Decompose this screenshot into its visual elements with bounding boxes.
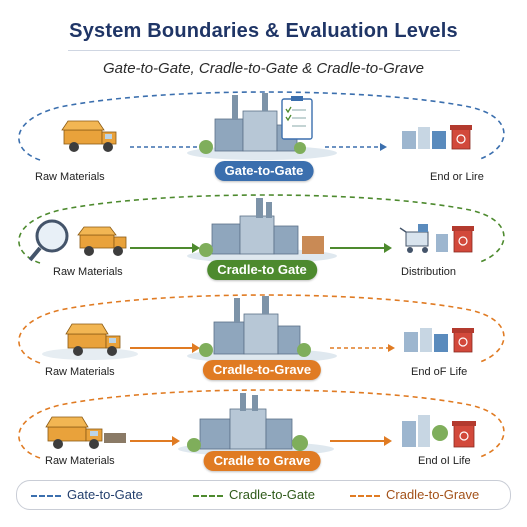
factory-icon — [187, 296, 337, 363]
row-cradle-to-grave-full: Raw Materials Cradle to Grave End oI Lif… — [0, 383, 527, 483]
magnifier-icon — [28, 219, 69, 262]
right-label: End or Lire — [430, 171, 484, 183]
right-label: End oI Life — [418, 455, 471, 467]
legend-dash — [193, 494, 223, 497]
diagram-title: System Boundaries & Evaluation Levels — [69, 20, 458, 42]
shopping-cart-icon — [399, 224, 429, 253]
legend: Gate-to-Gate Cradle-to-Gate Cradle-to-Gr… — [16, 480, 511, 510]
title-divider — [68, 50, 460, 51]
boundary-loop — [18, 389, 505, 459]
legend-item-cradle-to-gate: Cradle-to-Gate — [193, 481, 315, 509]
diagram-subtitle: Gate-to-Gate, Cradle-to-Gate & Cradle-to… — [103, 60, 424, 77]
legend-dash — [31, 494, 61, 497]
pill-cradle-to-gate: Cradle-to Gate — [207, 260, 317, 280]
left-label: Raw Materials — [53, 266, 123, 278]
boundary-loop — [18, 194, 505, 264]
recycle-bin-icon — [404, 328, 474, 353]
left-label: Raw Materials — [35, 171, 105, 183]
factory-icon — [187, 198, 337, 263]
legend-dash — [350, 494, 380, 497]
truck-icon — [77, 226, 127, 256]
pill-cradle-to-grave-2: Cradle to Grave — [203, 451, 321, 471]
truck-icon — [42, 323, 138, 360]
recycle-bin-icon — [436, 226, 474, 253]
left-label: Raw Materials — [45, 366, 115, 378]
left-label: Raw Materials — [45, 455, 115, 467]
factory-icon — [187, 93, 337, 160]
pill-gate-to-gate: Gate-to-Gate — [214, 161, 314, 181]
clipboard-icon — [281, 96, 313, 140]
pill-cradle-to-grave: Cradle-to-Grave — [202, 360, 322, 380]
row-gate-to-gate: Raw Materials Gate-to-Gate End or Lire — [0, 85, 527, 185]
legend-label: Gate-to-Gate — [67, 487, 143, 502]
row-cradle-to-gate: Raw Materials Cradle-to Gate Distributio… — [0, 188, 527, 288]
row-cradle-to-grave: Raw Materials Cradle-to-Grave End oF Lif… — [0, 288, 527, 388]
truck-icon — [61, 120, 117, 152]
legend-label: Cradle-to-Grave — [386, 487, 480, 502]
right-label: Distribution — [401, 266, 457, 278]
boundary-loop — [18, 294, 505, 364]
legend-item-cradle-to-grave: Cradle-to-Grave — [350, 481, 479, 509]
legend-label: Cradle-to-Gate — [229, 487, 315, 502]
recycle-bin-icon — [402, 125, 472, 150]
factory-icon — [178, 393, 334, 456]
legend-item-gate-to-gate: Gate-to-Gate — [31, 481, 143, 509]
right-label: End oF Life — [411, 366, 468, 378]
recycle-bin-icon — [402, 415, 476, 448]
truck-icon — [45, 416, 126, 449]
boundary-loop — [18, 91, 505, 161]
